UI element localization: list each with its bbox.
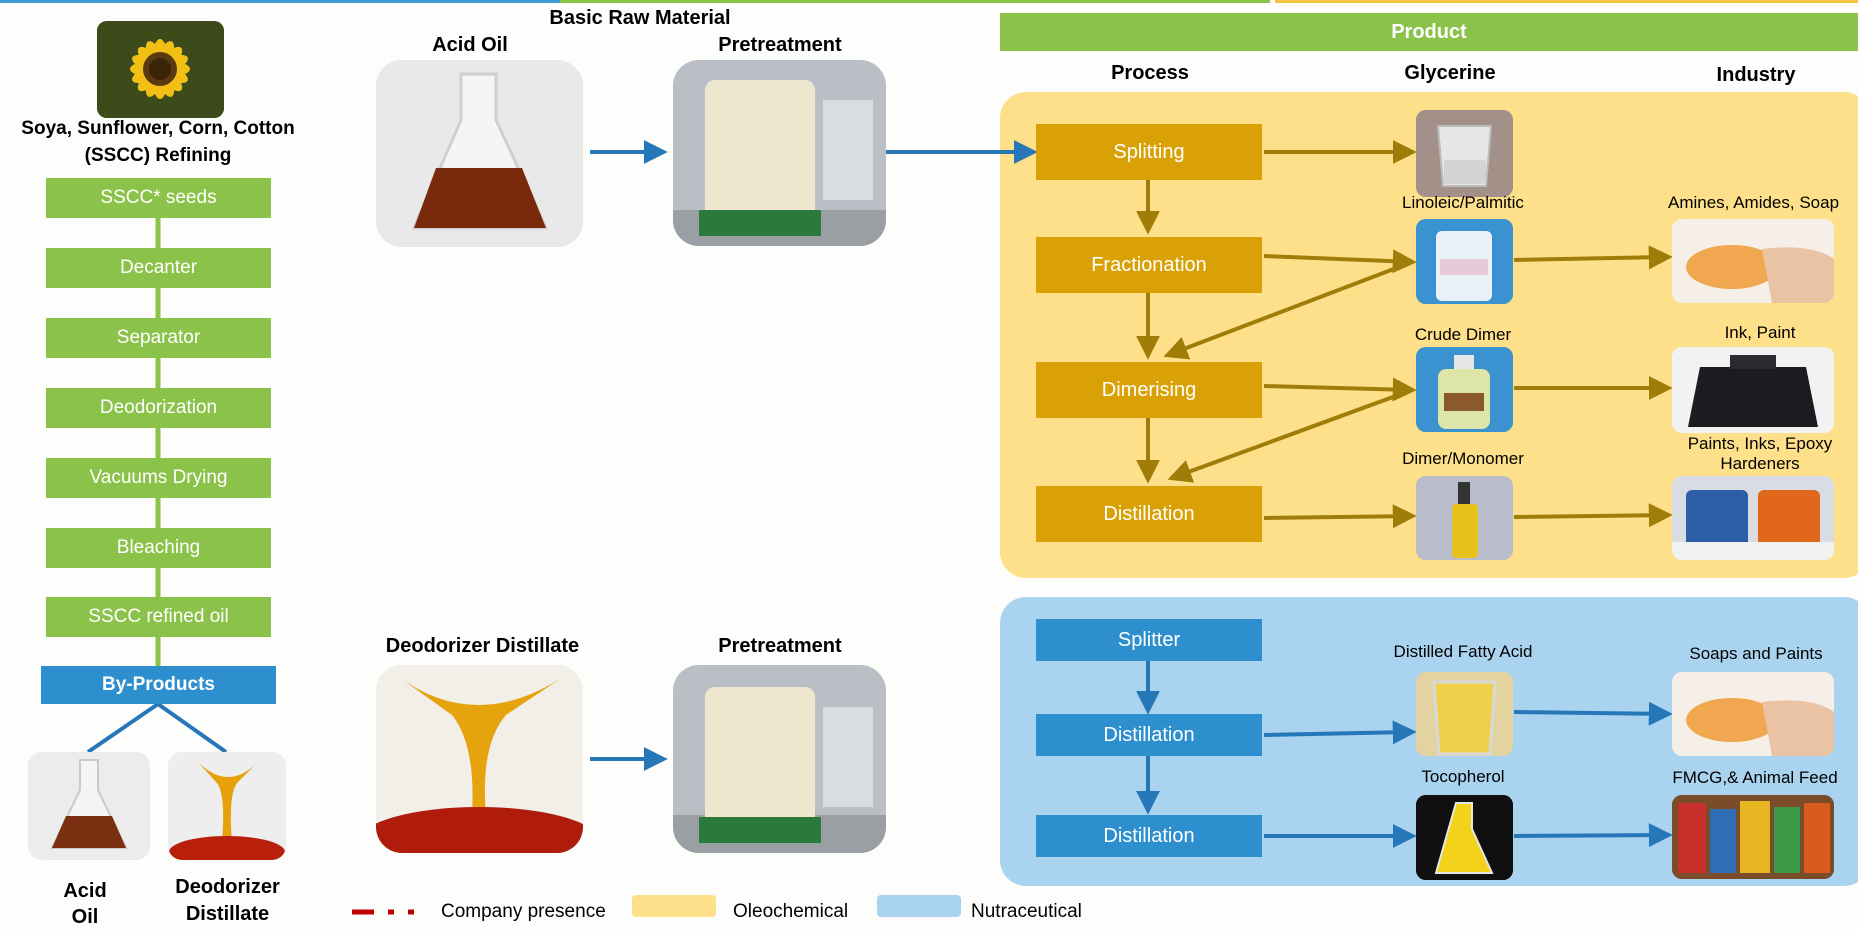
sunflower-image	[97, 21, 224, 118]
step-bleaching: Bleaching	[46, 528, 271, 568]
process-distillation-nutra-2: Distillation	[1036, 815, 1262, 857]
product-dimer-monomer-label: Dimer/Monomer	[1402, 449, 1524, 468]
pretreatment-top-image	[673, 60, 886, 246]
industry-soaps-paints-label: Soaps and Paints	[1689, 644, 1823, 663]
distilled-fatty-acid-image	[1416, 672, 1513, 756]
product-tocopherol-label: Tocopherol	[1421, 767, 1505, 786]
by-products-box: By-Products	[41, 666, 276, 704]
refining-title-line2: (SSCC) Refining	[84, 145, 232, 166]
acid-oil-small-image	[28, 752, 150, 860]
product-linoleic-palmitic-label: Linoleic/Palmitic	[1402, 193, 1524, 212]
step-separator: Separator	[46, 318, 271, 358]
step-sscc-seeds: SSCC* seeds	[46, 178, 271, 218]
pretreatment-top-label: Pretreatment	[718, 34, 842, 56]
step-sscc-refined-oil: SSCC refined oil	[46, 597, 271, 637]
deodorizer-caption-line2: Distillate	[185, 903, 270, 925]
glycerine-column-header: Glycerine	[1404, 62, 1496, 84]
industry-paints-inks-label: Paints, Inks, Epoxy	[1687, 434, 1833, 453]
deodorizer-distillate-image	[376, 665, 583, 853]
crude-dimer-image	[1416, 347, 1513, 432]
top-accent-green	[560, 0, 1270, 3]
legend-nutraceutical: Nutraceutical	[971, 901, 1082, 922]
industry-ink-paint-label: Ink, Paint	[1724, 323, 1796, 342]
process-splitter: Splitter	[1036, 619, 1262, 661]
acid-oil-label: Acid Oil	[432, 34, 508, 56]
industry-fmcg-label: FMCG,& Animal Feed	[1672, 768, 1838, 787]
tocopherol-image	[1416, 795, 1513, 880]
ink-bottle-image	[1672, 347, 1834, 433]
step-vacuums-drying: Vacuums Drying	[46, 458, 271, 498]
deodorizer-distillate-label: Deodorizer Distillate	[385, 635, 580, 657]
acid-oil-image	[376, 60, 583, 247]
soap-image-oleo	[1672, 219, 1834, 303]
process-column-header: Process	[1111, 62, 1189, 84]
refining-title-line1: Soya, Sunflower, Corn, Cotton	[21, 118, 295, 139]
step-deodorization: Deodorization	[46, 388, 271, 428]
process-distillation-oleo: Distillation	[1036, 486, 1262, 542]
industry-amines-label: Amines, Amides, Soap	[1668, 193, 1840, 212]
product-distilled-fatty-acid-label: Distilled Fatty Acid	[1393, 642, 1533, 661]
deodorizer-caption-line1: Deodorizer	[175, 876, 280, 898]
product-crude-dimer-label: Crude Dimer	[1414, 325, 1512, 344]
top-accent-yellow	[1275, 0, 1858, 3]
industry-column-header: Industry	[1716, 64, 1796, 86]
step-decanter: Decanter	[46, 248, 271, 288]
process-dimerising: Dimerising	[1036, 362, 1262, 418]
industry-hardeners-label: Hardeners	[1720, 454, 1800, 473]
acid-oil-caption-line1: Acid	[63, 880, 107, 902]
legend-nutraceutical-swatch	[877, 895, 961, 917]
legend-company-presence: Company presence	[441, 901, 606, 922]
legend-oleochemical-swatch	[632, 895, 716, 917]
top-accent-blue	[0, 0, 560, 3]
soap-image-nutra	[1672, 672, 1834, 756]
product-banner: Product	[1000, 13, 1858, 51]
dimer-monomer-image	[1416, 476, 1513, 560]
deodorizer-small-image	[168, 752, 286, 860]
acid-oil-caption-line2: Oil	[71, 906, 99, 928]
legend-oleochemical: Oleochemical	[733, 901, 849, 922]
linoleic-palmitic-image	[1416, 219, 1513, 304]
process-distillation-nutra-1: Distillation	[1036, 714, 1262, 756]
pretreatment-bottom-image	[673, 665, 886, 853]
process-fractionation: Fractionation	[1036, 237, 1262, 293]
fmcg-products-image	[1672, 795, 1834, 879]
basic-raw-material-title: Basic Raw Material	[549, 7, 731, 29]
paint-cans-image	[1672, 476, 1834, 560]
glycerine-image	[1416, 110, 1513, 197]
process-splitting: Splitting	[1036, 124, 1262, 180]
pretreatment-bottom-label: Pretreatment	[718, 635, 842, 657]
